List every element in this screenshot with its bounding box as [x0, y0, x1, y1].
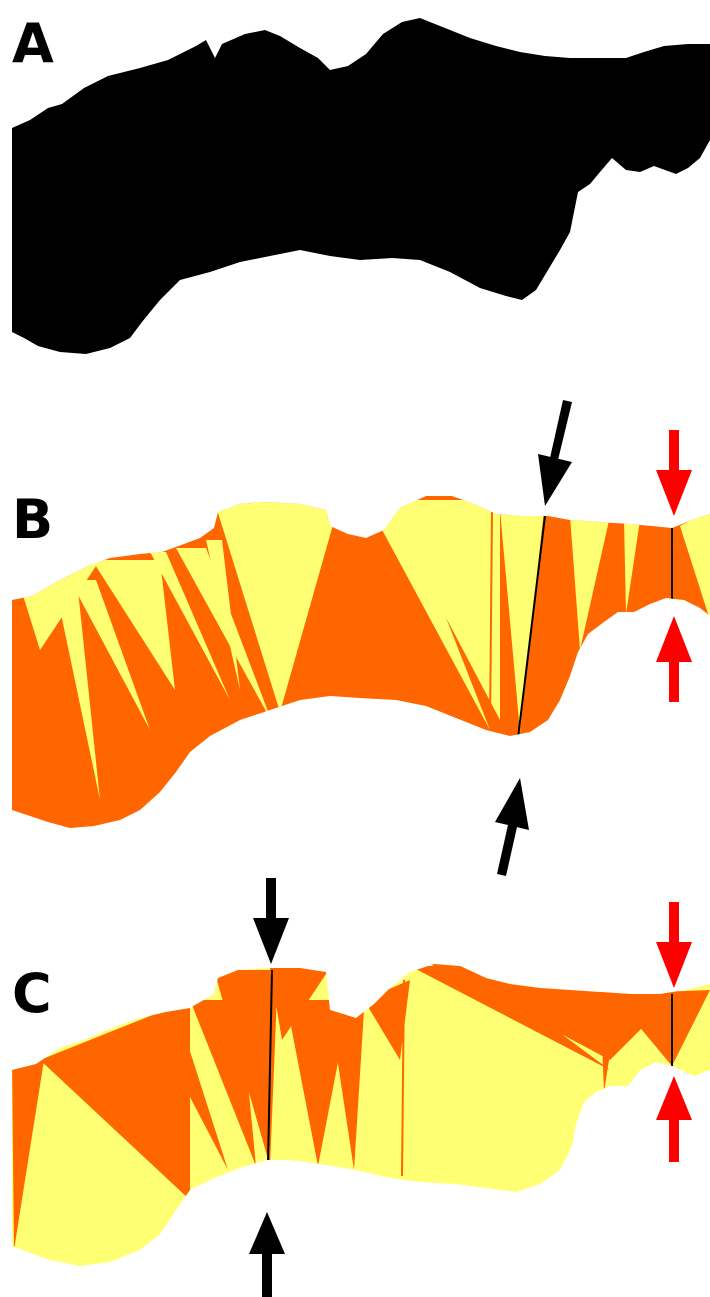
panel-a-label: A: [12, 12, 54, 75]
panel-b: B: [0, 400, 710, 876]
panel-a-mask-shape: [12, 18, 710, 354]
panel-b-black-arrow-top: [538, 400, 572, 506]
panel-c-black-arrow-bottom: [249, 1212, 285, 1297]
panel-b-triangulation: [0, 490, 710, 840]
panel-b-red-arrow-top: [656, 430, 692, 516]
panel-b-red-arrow-bottom: [656, 616, 692, 702]
panel-b-black-arrow-bottom: [495, 778, 529, 876]
panel-c-red-arrow-bottom: [656, 1076, 692, 1162]
panel-c: C: [0, 878, 710, 1297]
panel-b-label: B: [12, 488, 53, 551]
panel-c-triangulation: [0, 960, 710, 1280]
panel-c-label: C: [12, 962, 52, 1025]
panel-c-red-arrow-top: [656, 902, 692, 988]
panel-a: A: [12, 12, 710, 354]
panel-c-black-arrow-top: [253, 878, 289, 964]
